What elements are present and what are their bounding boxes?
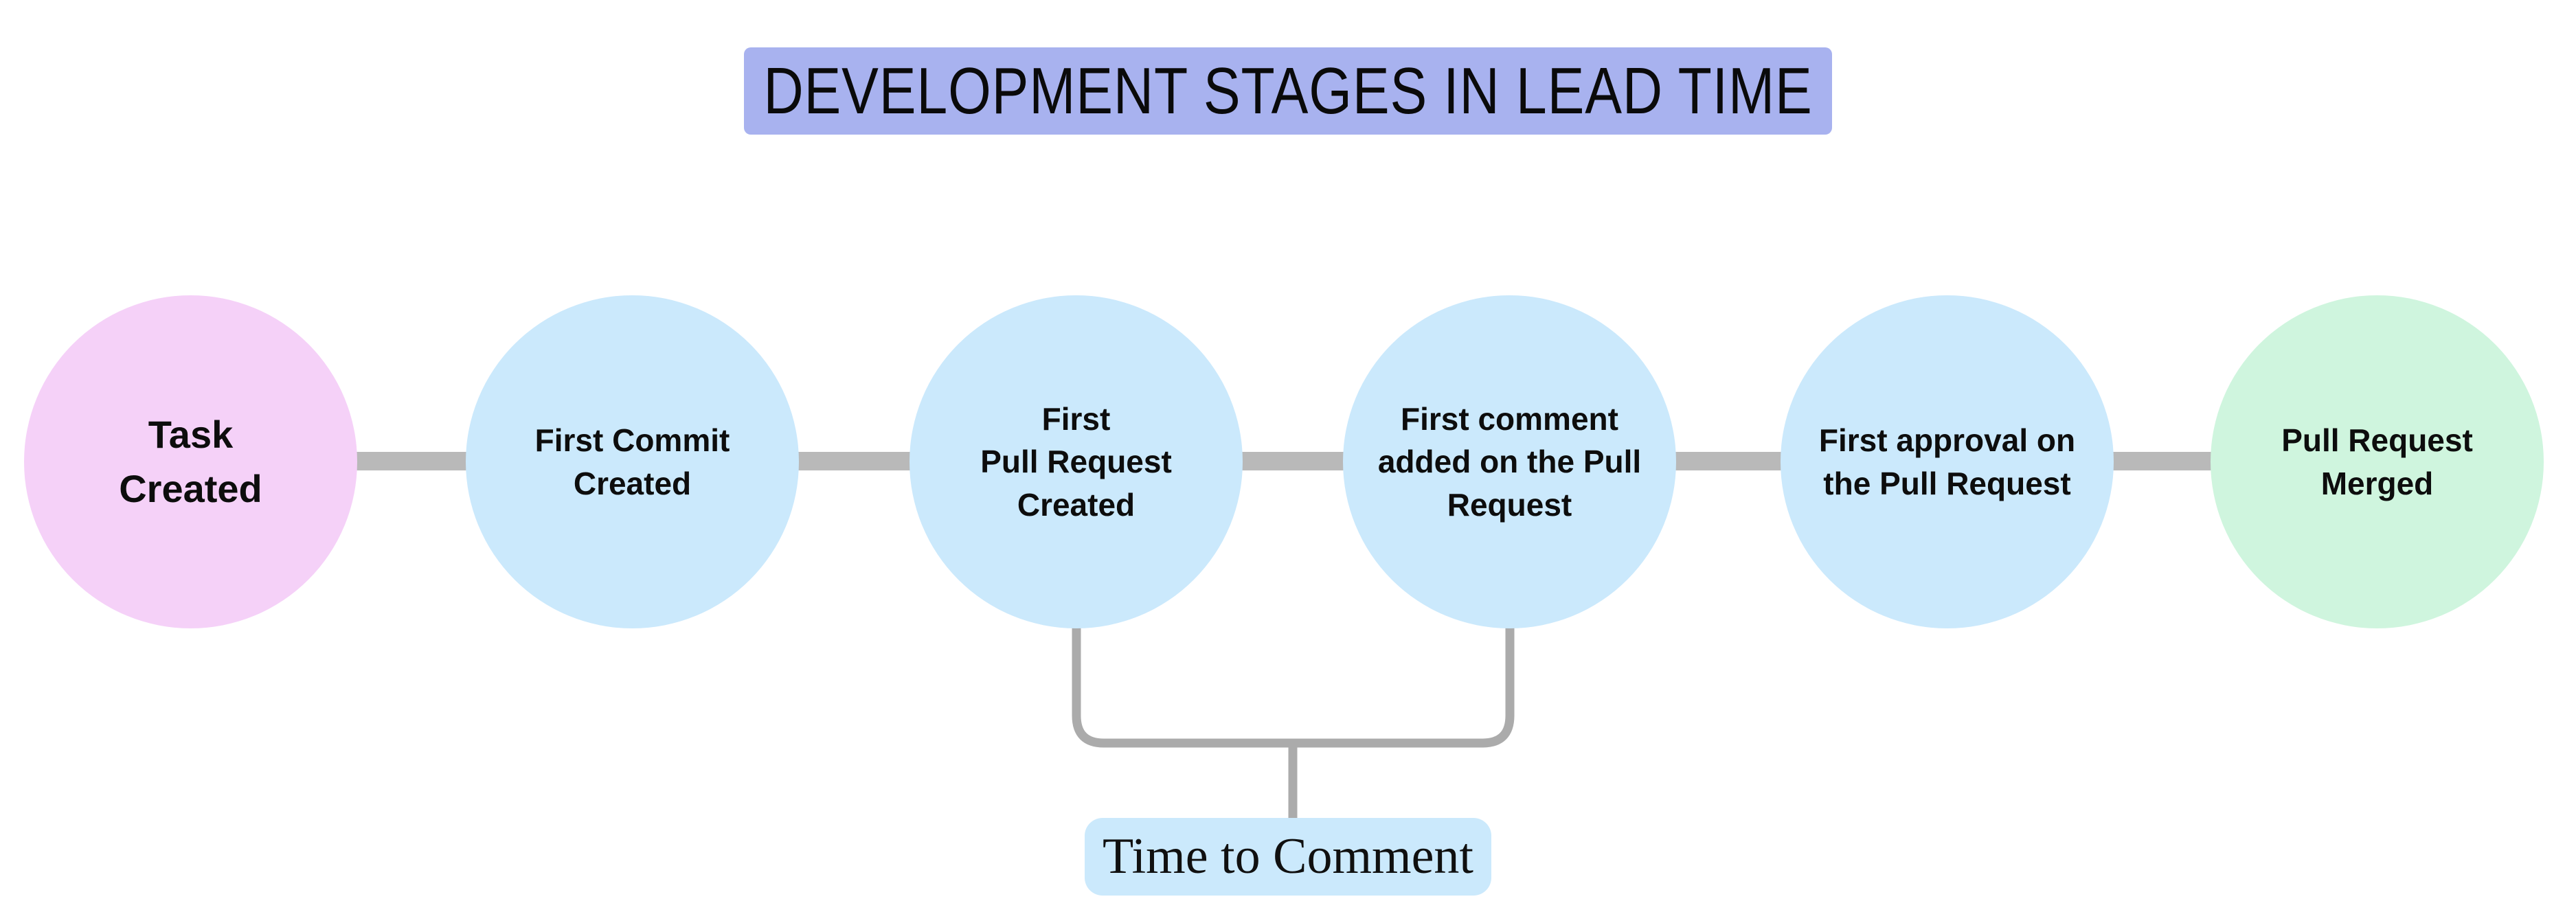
stage-node-task-created: Task Created: [24, 295, 357, 628]
page-title: DEVELOPMENT STAGES IN LEAD TIME: [763, 54, 1813, 128]
stage-label: First comment added on the Pull Request: [1377, 401, 1642, 523]
stage-node-first-comment-added: First comment added on the Pull Request: [1343, 295, 1676, 628]
stage-node-first-pull-request-created: First Pull Request Created: [909, 295, 1243, 628]
stage-node-first-commit-created: First Commit Created: [466, 295, 799, 628]
stage-label: Task Created: [119, 413, 262, 510]
stage-node-first-approval: First approval on the Pull Request: [1781, 295, 2114, 628]
stage-label: First Commit Created: [534, 422, 730, 501]
stage-label: Pull Request Merged: [2281, 422, 2473, 501]
time-annotation-box: Time to Comment: [1085, 818, 1491, 896]
stage-label: First Pull Request Created: [980, 401, 1172, 523]
title-banner: DEVELOPMENT STAGES IN LEAD TIME: [744, 47, 1832, 135]
bracket-path: [1072, 622, 1515, 748]
time-annotation-label: Time to Comment: [1102, 828, 1473, 885]
stage-label: First approval on the Pull Request: [1818, 422, 2076, 501]
stage-node-pull-request-merged: Pull Request Merged: [2211, 295, 2544, 628]
